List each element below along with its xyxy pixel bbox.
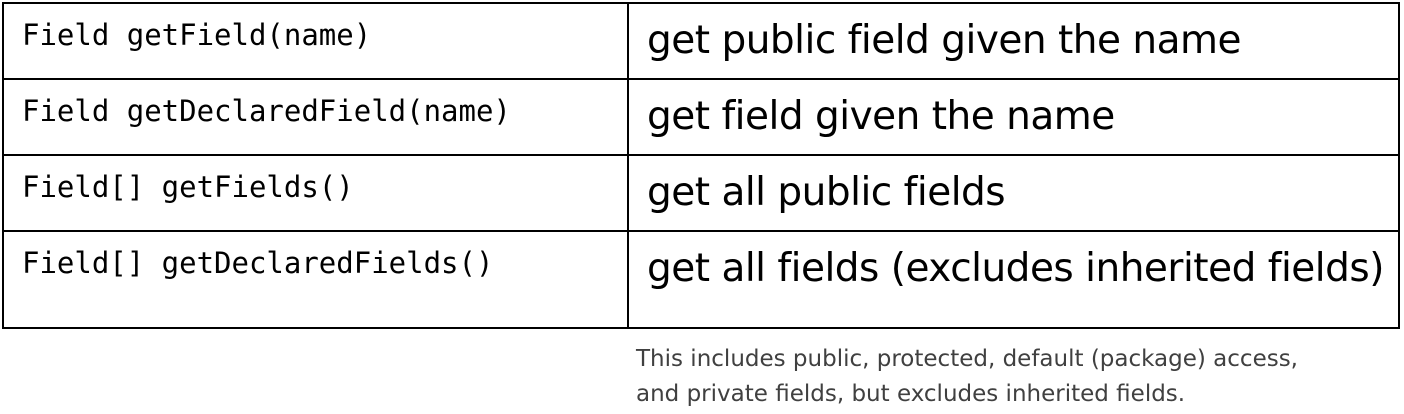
method-cell: Field[] getDeclaredFields(): [2, 230, 629, 329]
method-description: get field given the name: [647, 94, 1115, 139]
description-cell: get public field given the name: [627, 2, 1400, 80]
method-signature: Field[] getDeclaredFields(): [22, 246, 494, 280]
method-cell: Field[] getFields(): [2, 154, 629, 232]
footnote-line: This includes public, protected, default…: [636, 346, 1298, 372]
description-cell: get all fields (excludes inherited field…: [627, 230, 1400, 329]
table-row: Field[] getDeclaredFields() get all fiel…: [2, 230, 1400, 329]
table-row: Field[] getFields() get all public field…: [2, 154, 1400, 232]
footnote-line: and private fields, but excludes inherit…: [636, 381, 1186, 407]
method-description: get all public fields: [647, 170, 1006, 215]
table-row: Field getField(name) get public field gi…: [2, 2, 1400, 80]
field-methods-table: Field getField(name) get public field gi…: [2, 2, 1400, 329]
footnote: This includes public, protected, default…: [636, 342, 1396, 412]
description-cell: get all public fields: [627, 154, 1400, 232]
method-description: get public field given the name: [647, 18, 1242, 63]
method-signature: Field getField(name): [22, 18, 372, 52]
description-cell: get field given the name: [627, 78, 1400, 156]
table-row: Field getDeclaredField(name) get field g…: [2, 78, 1400, 156]
method-signature: Field getDeclaredField(name): [22, 94, 511, 128]
method-description: get all fields (excludes inherited field…: [647, 246, 1384, 291]
method-cell: Field getDeclaredField(name): [2, 78, 629, 156]
method-signature: Field[] getFields(): [22, 170, 354, 204]
method-cell: Field getField(name): [2, 2, 629, 80]
